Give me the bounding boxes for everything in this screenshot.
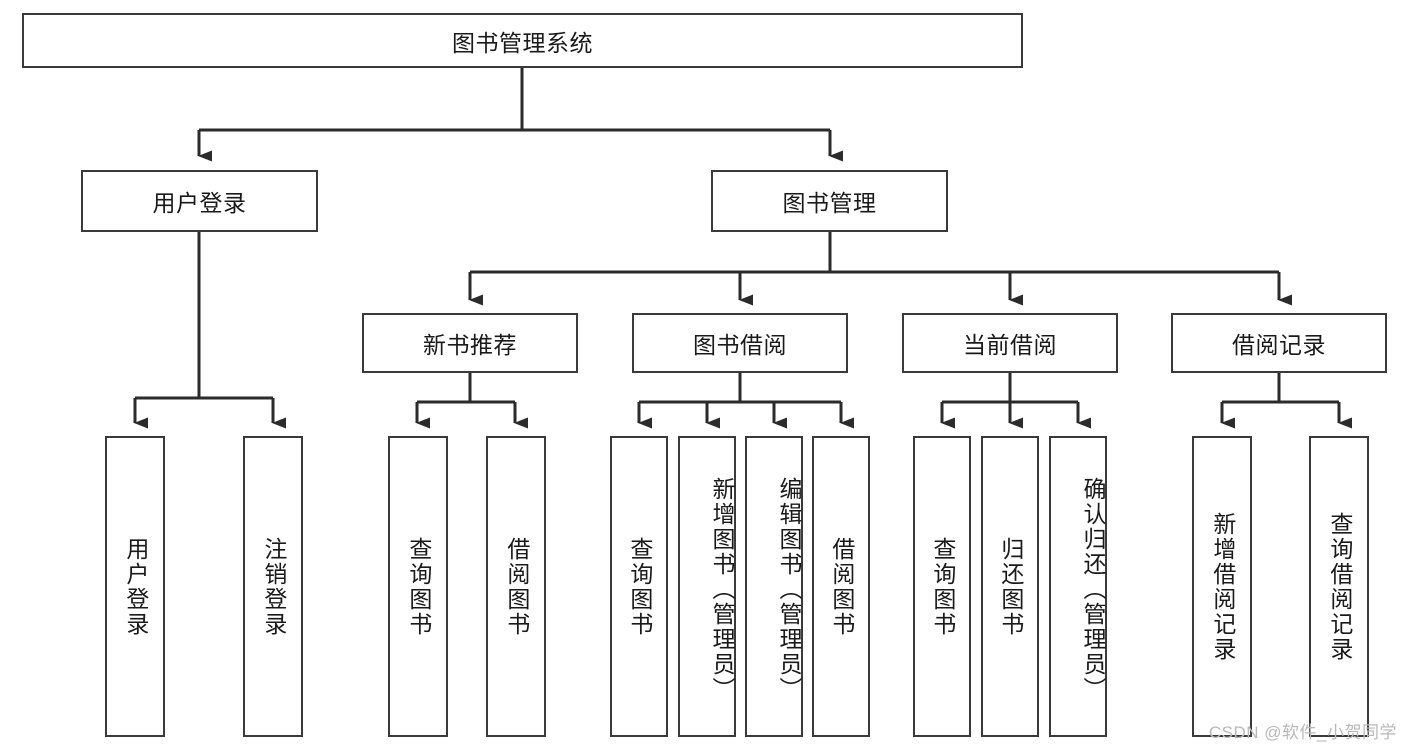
node-root-label: 图书管理系统 [452,29,593,56]
node-user-login-label: 用户登录 [152,190,247,216]
node-current-borrow[interactable]: 当前借阅 [902,313,1118,373]
node-borrow-record-label: 借阅记录 [1232,332,1326,358]
leaf-book-borrow-1[interactable]: 新增图书（管理员） [678,436,736,737]
leaf-new-book-0[interactable]: 查询图书 [388,436,448,737]
leaf-book-borrow-3[interactable]: 借阅图书 [812,436,870,737]
leaf-borrow-record-0-label: 新增借阅记录 [1209,511,1236,662]
node-current-borrow-label: 当前借阅 [963,332,1057,358]
leaf-new-book-1-label: 借阅图书 [503,536,530,637]
leaf-user-login-0[interactable]: 用户登录 [105,436,165,737]
node-new-book-recommend[interactable]: 新书推荐 [362,313,578,373]
node-root-book-management-system[interactable]: 图书管理系统 [22,13,1023,68]
leaf-book-borrow-0[interactable]: 查询图书 [610,436,668,737]
leaf-book-borrow-1-label: 新增图书（管理员） [709,477,735,702]
leaf-user-login-1[interactable]: 注销登录 [243,436,303,737]
node-book-borrow[interactable]: 图书借阅 [632,313,848,373]
leaf-current-borrow-2-label: 确认归还（管理员） [1080,477,1106,702]
leaf-current-borrow-1[interactable]: 归还图书 [981,436,1039,737]
leaf-borrow-record-0[interactable]: 新增借阅记录 [1192,436,1252,737]
leaf-book-borrow-0-label: 查询图书 [626,536,653,637]
node-book-management[interactable]: 图书管理 [711,170,948,232]
leaf-borrow-record-1[interactable]: 查询借阅记录 [1309,436,1369,737]
leaf-current-borrow-1-label: 归还图书 [997,536,1024,637]
leaf-user-login-1-label: 注销登录 [260,536,287,637]
node-book-borrow-label: 图书借阅 [693,332,787,358]
node-user-login[interactable]: 用户登录 [81,170,318,232]
node-new-book-recommend-label: 新书推荐 [423,332,517,358]
node-book-management-label: 图书管理 [782,190,877,216]
leaf-new-book-0-label: 查询图书 [405,536,432,637]
leaf-current-borrow-2[interactable]: 确认归还（管理员） [1049,436,1107,737]
leaf-book-borrow-3-label: 借阅图书 [828,536,855,637]
leaf-user-login-0-label: 用户登录 [122,536,149,637]
node-borrow-record[interactable]: 借阅记录 [1171,313,1387,373]
leaf-book-borrow-2[interactable]: 编辑图书（管理员） [745,436,803,737]
leaf-book-borrow-2-label: 编辑图书（管理员） [776,477,802,702]
leaf-borrow-record-1-label: 查询借阅记录 [1326,511,1353,662]
leaf-current-borrow-0-label: 查询图书 [929,536,956,637]
leaf-current-borrow-0[interactable]: 查询图书 [913,436,971,737]
leaf-new-book-1[interactable]: 借阅图书 [486,436,546,737]
